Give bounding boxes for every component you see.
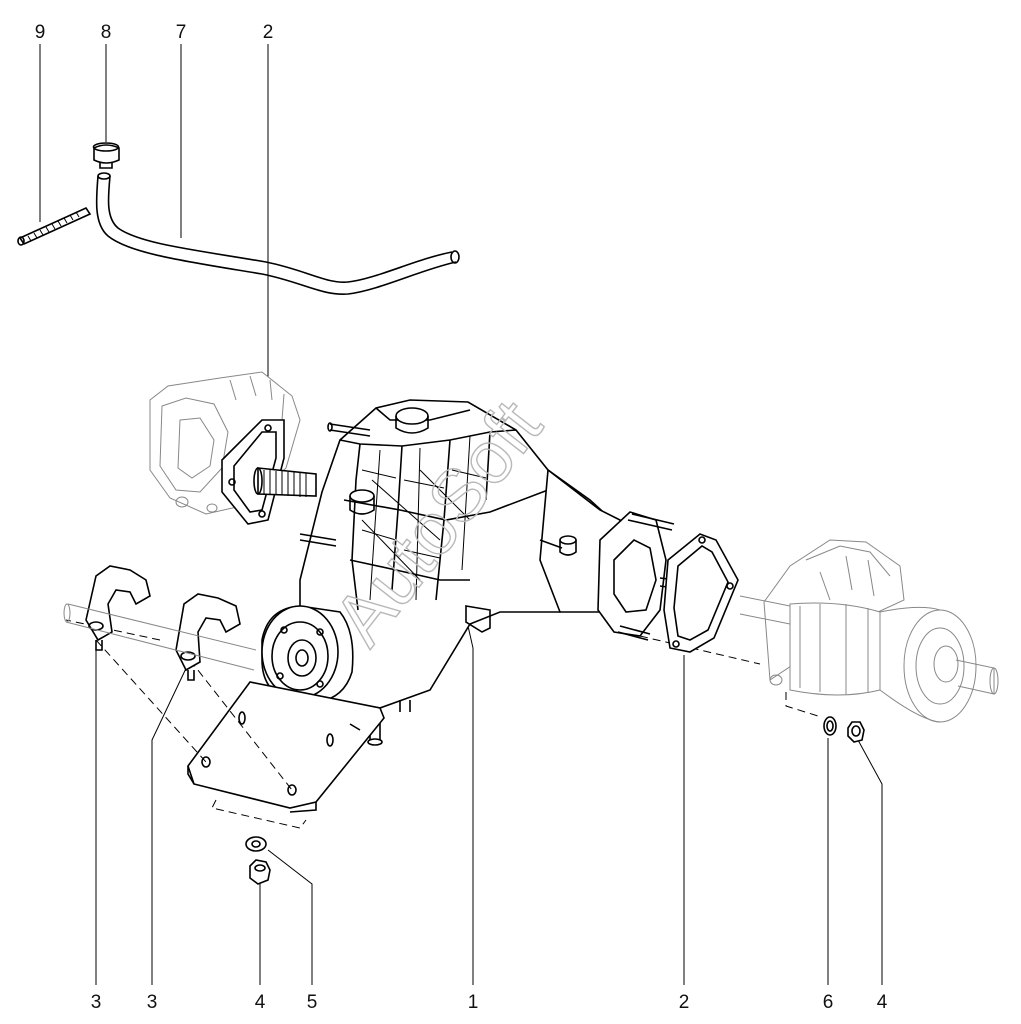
gasket-right-part-2	[663, 533, 739, 653]
leader-5	[267, 849, 313, 985]
crossbar-ghost	[63, 603, 257, 671]
differential-housing-part-1	[261, 399, 693, 746]
callout-4-right: 4	[877, 992, 888, 1013]
bracket-left-part-3	[85, 565, 151, 651]
nut-part-4-right	[847, 721, 865, 743]
breather-hose-part-7	[95, 172, 460, 295]
callout-7: 7	[176, 22, 187, 43]
bracket-right-part-3	[175, 593, 241, 681]
callout-2-bottom: 2	[679, 992, 690, 1013]
washer-part-5	[245, 836, 267, 852]
leader-4-right	[857, 739, 883, 985]
callout-2-top: 2	[263, 22, 274, 43]
callout-5: 5	[307, 992, 318, 1013]
leader-lines	[39, 44, 883, 985]
callout-labels: 9 8 7 2 3 3 4 5 1 2 6 4	[35, 22, 888, 1013]
threaded-rod-part-9	[17, 206, 92, 246]
callout-4-bottom: 4	[255, 992, 266, 1013]
cap-part-8	[92, 142, 120, 169]
mounting-plate	[187, 681, 385, 813]
leader-1	[467, 625, 474, 985]
callout-6: 6	[823, 992, 834, 1013]
left-splined-shaft	[253, 467, 317, 497]
leader-3-right	[151, 659, 191, 985]
nut-part-4-bottom	[249, 859, 271, 885]
assembly-dashed-lines	[65, 619, 819, 829]
right-output-assembly	[739, 539, 999, 723]
callout-1: 1	[468, 992, 479, 1013]
callout-8: 8	[101, 22, 112, 43]
washer-part-6	[823, 716, 837, 736]
callout-3-right: 3	[147, 992, 158, 1013]
callout-3-left: 3	[91, 992, 102, 1013]
callout-9: 9	[35, 22, 46, 43]
